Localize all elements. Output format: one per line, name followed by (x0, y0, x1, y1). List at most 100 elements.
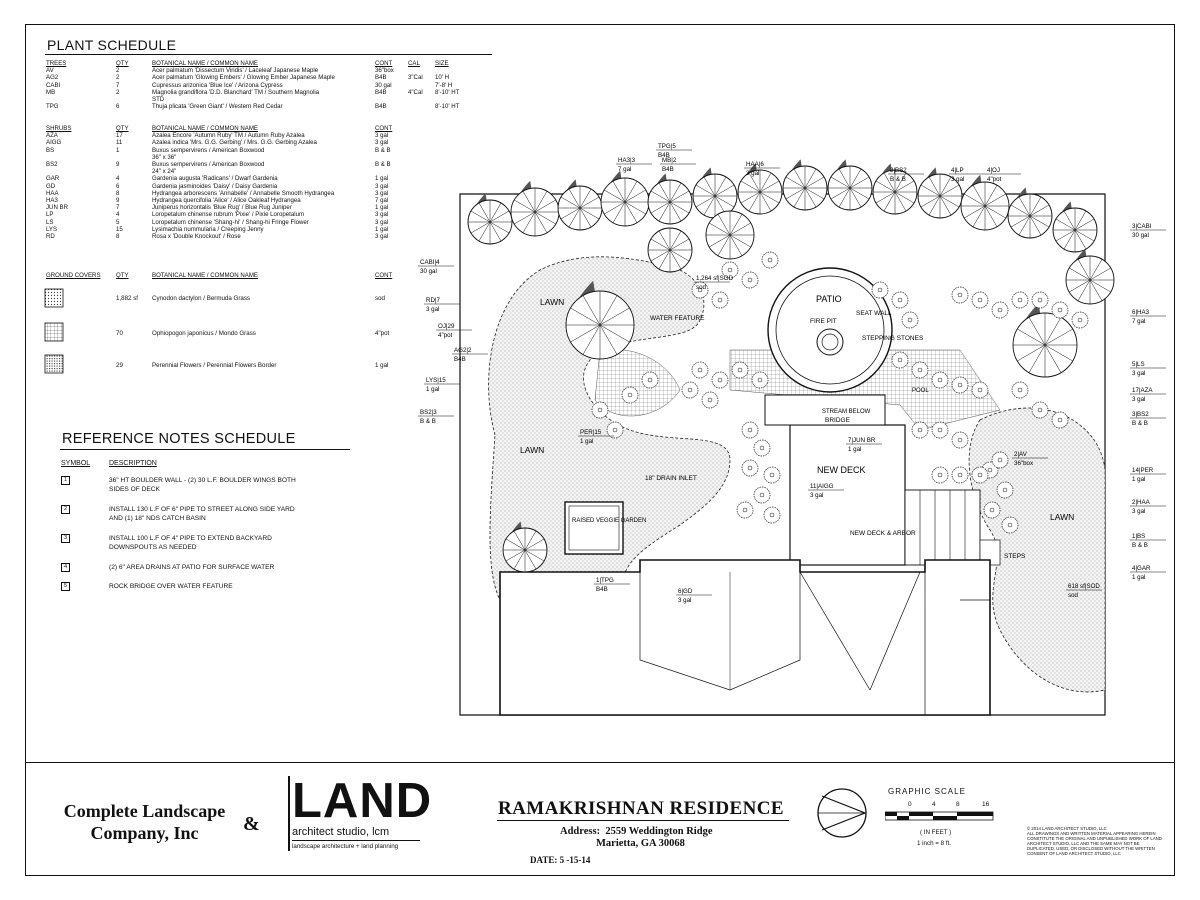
callout-code: 6|HA3 (1132, 309, 1150, 316)
tree-cell: 4"Cal (408, 88, 423, 96)
shrub-symbol (951, 286, 969, 304)
callout-size: B & B (1132, 420, 1148, 427)
shrub-cell: 4 (116, 211, 120, 219)
callout-size: sod (1068, 592, 1079, 599)
callout-code: TPG|5 (658, 143, 676, 150)
shrub-symbol (606, 421, 624, 439)
tree-cell: CABI (46, 81, 61, 89)
shrub-symbol (931, 466, 949, 484)
shrub-cell: 3 gal (375, 233, 389, 241)
shrub-symbol (1011, 381, 1029, 399)
water-feature-label: WATER FEATURE (650, 315, 705, 322)
callout-code: 4|OJ (987, 167, 1000, 174)
callout-size: 3 gal (678, 597, 691, 604)
shrub-symbol (763, 466, 781, 484)
callout-size: B & B (890, 176, 906, 183)
callout-code: MB|2 (662, 157, 677, 164)
callout-size: B4B (658, 152, 670, 159)
note-description: INSTALL 130 L.F OF 6" PIPE TO STREET ALO… (109, 506, 295, 522)
address-line-1: Address: 2559 Weddington Ridge (560, 826, 713, 837)
note-description: INSTALL 100 L.F OF 4" PIPE TO EXTEND BAC… (109, 535, 272, 551)
shrub-cell: Lysimachia nummularia / Creeping Jenny (152, 225, 264, 233)
callout-size: 3 gal (746, 170, 759, 177)
shrub-cell: Gardenia jasminoides 'Daisy' / Daisy Gar… (152, 182, 278, 190)
tree-cell: TPG (46, 103, 59, 111)
shrub-symbol (721, 261, 739, 279)
shrub-symbol (891, 291, 909, 309)
tree-symbol (782, 159, 828, 211)
shrub-symbol (736, 501, 754, 519)
shrub-cell: 17 (116, 132, 123, 140)
ground-cover-swatches (44, 288, 64, 374)
tree-symbol (502, 521, 548, 573)
plant-callout: PER|151 gal (578, 429, 614, 445)
tree-cell: B4B (375, 103, 387, 111)
callout-code: 6|GD (678, 588, 693, 595)
shrub-cell (116, 154, 152, 161)
tree-cell: 7 (116, 81, 120, 89)
land-logo-subtitle: architect studio, lcm (292, 826, 390, 838)
tree-cell (435, 67, 459, 74)
callout-size: 7 gal (618, 166, 631, 173)
ref-symbol-header: SYMBOL (61, 460, 91, 467)
callout-code: 3|CABI (1132, 223, 1152, 230)
copyright-line: © 2014 LAND ARCHITECT STUDIO, LLC (1027, 826, 1107, 831)
shrub-symbol (591, 401, 609, 419)
company-name: Complete Landscape Company, Inc (63, 801, 226, 843)
shrub-cell: BS (46, 146, 55, 154)
shrub-row: 36" x 36" (46, 154, 392, 161)
shrub-symbol (1051, 301, 1069, 319)
callout-code: 17|AZA (1132, 387, 1153, 394)
ground-row-3-cont: 1 gal (375, 362, 389, 369)
callout-code: 2|AV (1014, 451, 1028, 458)
callout-size: 3 gal (951, 176, 964, 183)
callout-code: BS2|3 (420, 409, 437, 416)
shrub-cell: 3 gal (375, 132, 389, 140)
pool-label: POOL (912, 388, 929, 394)
tree-cell: 2 (116, 74, 120, 82)
callout-size: 30 gal (420, 268, 437, 275)
callout-size: B4B (662, 166, 674, 173)
patio-label: PATIO (816, 294, 842, 304)
shrub-cell: 1 gal (375, 175, 389, 183)
shrub-symbol (991, 301, 1009, 319)
tree-symbol (960, 174, 1010, 231)
tree-cell: MB (46, 88, 56, 96)
land-logo-bar (288, 776, 290, 851)
callout-size: 3 gal (426, 306, 439, 313)
fire-pit-label: FIRE PIT (810, 318, 837, 325)
tree-symbol (872, 163, 918, 215)
copyright-line: CONSENT OF LAND ARCHITECT STUDIO, LLC (1027, 851, 1121, 856)
tree-cell: B4B (375, 74, 387, 82)
callout-code: 4|GAR (1132, 565, 1151, 572)
shrub-symbols (591, 251, 1089, 534)
title-block (25, 762, 1175, 877)
lawn-label-east: LAWN (1050, 512, 1074, 522)
callout-code: 4|LP (951, 167, 964, 174)
shrub-cell: 7 gal (375, 197, 389, 205)
shrub-symbol (991, 451, 1009, 469)
callout-code: 7|JUN BR (848, 437, 876, 444)
land-logo-text: LAND (292, 774, 433, 828)
tree-cell: 2 (116, 88, 120, 96)
callout-size: 1 gal (1132, 476, 1145, 483)
shrub-symbol (911, 361, 929, 379)
mondo-swatch (44, 322, 64, 342)
shrub-cell: B & B (375, 161, 391, 169)
tree-symbol (467, 193, 513, 245)
plant-callout: HA3|37 gal (616, 157, 652, 173)
shrub-cell (46, 168, 116, 175)
tree-cell: Acer palmatum 'Glowing Embers' / Glowing… (152, 74, 335, 82)
trees-table: TREES QTY BOTANICAL NAME / COMMON NAME C… (46, 60, 459, 110)
callout-size: B4B (596, 586, 608, 593)
shrub-cell: JUN BR (46, 204, 69, 212)
tree-cell: 3"Cal (408, 74, 423, 82)
